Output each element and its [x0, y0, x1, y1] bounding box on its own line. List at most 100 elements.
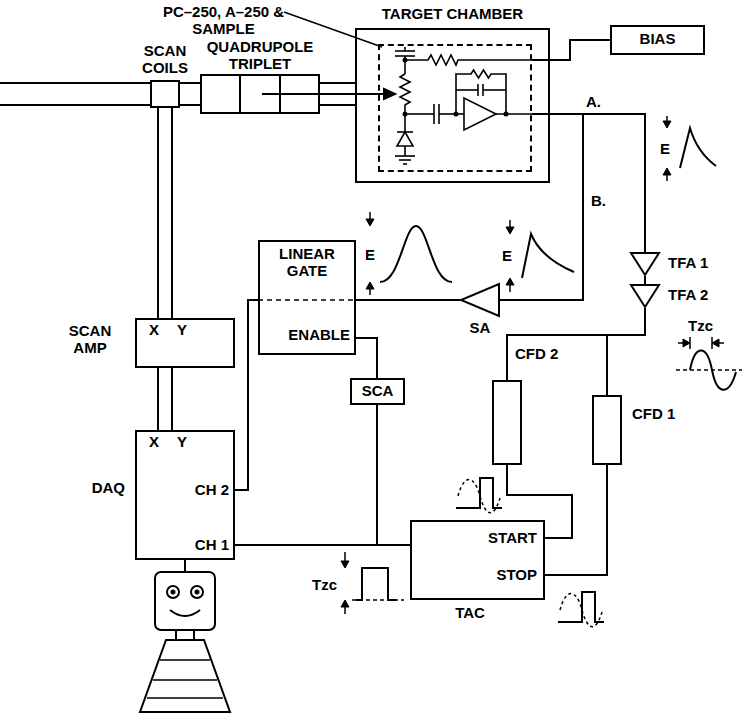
beam-arrow-part [262, 93, 385, 95]
beam-pipe-connector [320, 83, 355, 105]
preamp-pulse [506, 220, 574, 292]
signal-wire [507, 308, 645, 380]
preamp-pulse-part [509, 285, 511, 292]
bias-wire-line [532, 40, 610, 60]
computer-icon-part [196, 591, 199, 594]
quadrupole-box-text: QUADRUPOLE TRIPLET [200, 38, 320, 72]
computer-icon-part [184, 560, 186, 572]
junction-dot [454, 112, 459, 117]
signal-wire-line [235, 300, 258, 490]
cfd-output-pulse-part [558, 592, 604, 622]
beam-pipe-part [0, 82, 150, 84]
target-chamber-box-text: TARGET CHAMBER [335, 5, 570, 22]
tac-output-wire-line [377, 405, 410, 545]
cfd-output-pulse [456, 478, 502, 513]
tac-output-pulse-part [341, 561, 349, 568]
scan-cable-line [171, 368, 173, 430]
computer-icon-part [140, 640, 230, 712]
shaped-pulse-part [380, 226, 452, 282]
tac-box-text: START [410, 529, 537, 546]
beam-pipe [0, 83, 150, 105]
tac-box-text: STOP [410, 566, 537, 583]
circuit-wire [496, 113, 532, 115]
scan-cable [158, 368, 172, 430]
beam-arrow-part [384, 89, 395, 99]
amplitude-label: E [365, 246, 375, 263]
amplifier-symbol [631, 253, 659, 275]
junction-dot [403, 58, 408, 63]
daq-box-text: CH 2 [135, 481, 229, 498]
sca-box-text: SCA [350, 382, 405, 399]
gate-signal-path [258, 299, 356, 301]
start-wire [507, 465, 572, 538]
beam-pipe-connector-line [320, 82, 355, 84]
amplifier-triangle-text: TFA 1 [668, 254, 728, 271]
quadrupole-box: QUADRUPOLE TRIPLET [200, 74, 320, 114]
circuit-wire [404, 47, 406, 51]
computer-icon-part [155, 572, 215, 630]
signal-wire [356, 300, 460, 301]
tac-output-pulse [341, 552, 404, 614]
daq-box: DAQX YCH 2CH 1 [135, 430, 235, 560]
detector-pulse [663, 116, 716, 181]
amplifier-triangle: TFA 1 [630, 252, 660, 276]
scan-cable-line [157, 108, 159, 318]
daq-box-text: CH 1 [135, 536, 229, 553]
amplifier-symbol [630, 284, 660, 308]
circuit-wire [397, 132, 413, 146]
beam-pipe-connector-line [180, 104, 200, 106]
tac-box-text: TAC [440, 604, 500, 621]
preamp-pulse-part [506, 227, 514, 234]
amplifier-triangle-text: TFA 2 [668, 286, 728, 303]
preamp-sample-box: PC–250, A–250 & SAMPLE [378, 44, 532, 172]
beam-pipe-connector-line [180, 82, 200, 84]
cfd-output-pulse-part [456, 478, 502, 508]
daq-box-text: DAQ [63, 479, 125, 496]
enable-wire-line [356, 338, 377, 378]
scan-cable-line [171, 108, 173, 318]
detector-pulse-part [666, 175, 668, 181]
scan-coils-box: SCAN COILS [150, 80, 180, 108]
edge-label: A. [585, 93, 602, 110]
start-wire-line [507, 465, 572, 538]
circuit-wire [439, 113, 464, 115]
sca-box: SCA [350, 378, 405, 405]
amplifier-triangle-text: SA [462, 319, 498, 336]
computer-icon-part [170, 610, 200, 616]
circuit-wire [399, 159, 411, 161]
amplifier-triangle: TFA 2 [630, 284, 660, 308]
preamp-pulse-part [522, 234, 574, 278]
computer-icon-part [167, 586, 179, 598]
computer-icon-part [172, 591, 175, 594]
beam-pipe-part [0, 104, 150, 106]
preamp-sample-box-text: PC–250, A–250 & SAMPLE [161, 3, 286, 37]
beam-pipe-connector-line [320, 104, 355, 106]
shaped-pulse-part [369, 289, 371, 295]
linear-gate-box-text: LINEAR GATE [262, 245, 352, 279]
tac-output-pulse-part [341, 600, 349, 607]
signal-wire-line [500, 114, 583, 300]
detector-pulse-part [663, 168, 671, 175]
circuit-wire [456, 89, 478, 91]
zero-crossing-pulse-part [690, 351, 736, 390]
timing-label: Tzc [688, 317, 713, 334]
amplitude-label: E [660, 140, 670, 157]
circuit-wire [395, 155, 415, 157]
circuit-wire [405, 113, 434, 115]
circuit-wire [483, 89, 506, 91]
signal-wire [645, 276, 646, 284]
cfd-box-text: CFD 2 [515, 345, 570, 362]
detector-pulse-part [680, 128, 716, 168]
target-chamber-box: TARGET CHAMBERPC–250, A–250 & SAMPLE [355, 28, 550, 183]
bias-box: BIAS [610, 25, 705, 55]
cfd-box: CFD 1 [592, 395, 622, 465]
stop-wire-line [545, 465, 607, 575]
circuit-wire [404, 114, 406, 132]
amplifier-triangle: SA [460, 283, 500, 317]
timing-label: Tzc [312, 576, 337, 593]
computer-icon [140, 560, 230, 712]
scan-amp-box-text: X Y [149, 321, 229, 338]
